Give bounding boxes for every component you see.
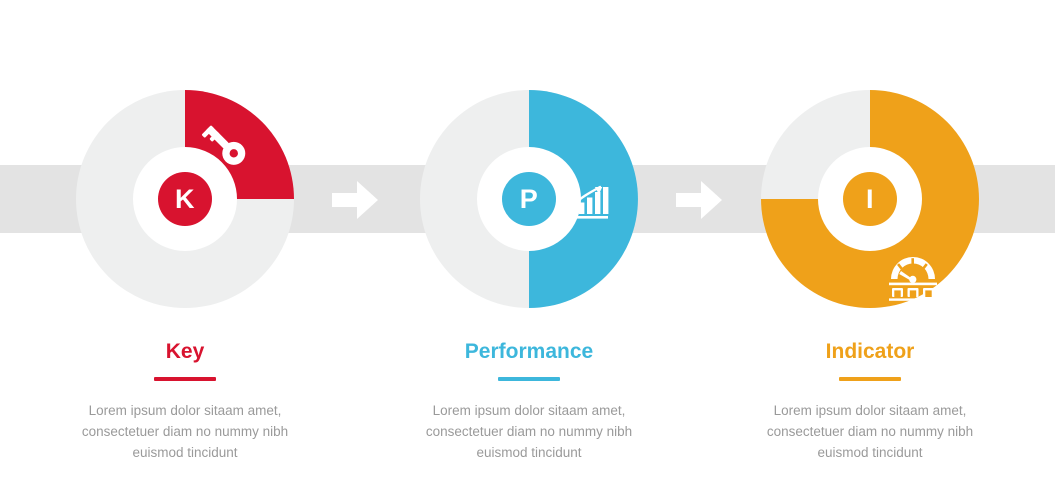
step-performance[interactable]: P Performance Lorem ipsum dolor sitaam a… <box>357 0 701 500</box>
progress-ring-indicator[interactable]: I <box>761 90 979 308</box>
title-underline-indicator <box>839 377 901 382</box>
progress-ring-key[interactable]: K <box>76 90 294 308</box>
caption-performance: Performance Lorem ipsum dolor sitaam ame… <box>357 340 701 464</box>
step-badge-letter-performance: P <box>519 183 539 214</box>
step-title-performance: Performance <box>464 340 594 363</box>
arrow-right-icon-1 <box>332 181 378 219</box>
step-description-performance: Lorem ipsum dolor sitaam amet, consectet… <box>425 403 633 460</box>
connector-arrow-2 <box>676 181 722 219</box>
step-key[interactable]: K Key Lorem ipsum dolor sitaam amet, con… <box>13 0 357 500</box>
caption-indicator: Indicator Lorem ipsum dolor sitaam amet,… <box>698 340 1042 464</box>
title-underline-key <box>154 377 216 382</box>
step-badge-key: K <box>158 172 212 226</box>
progress-ring-performance[interactable]: P <box>420 90 638 308</box>
caption-key: Key Lorem ipsum dolor sitaam amet, conse… <box>13 340 357 464</box>
arrow-right-icon-2 <box>676 181 722 219</box>
title-underline-performance <box>498 377 560 382</box>
step-description-indicator: Lorem ipsum dolor sitaam amet, consectet… <box>766 403 974 460</box>
step-badge-letter-key: K <box>175 183 195 214</box>
connector-arrow-1 <box>332 181 378 219</box>
step-badge-indicator: I <box>843 172 897 226</box>
step-title-key: Key <box>165 340 205 363</box>
step-title-indicator: Indicator <box>825 340 915 363</box>
step-badge-letter-indicator: I <box>865 183 874 214</box>
step-indicator[interactable]: I Indicator Lorem ipsum dolor sitaam ame… <box>698 0 1042 500</box>
step-badge-performance: P <box>502 172 556 226</box>
step-description-key: Lorem ipsum dolor sitaam amet, consectet… <box>81 403 289 460</box>
